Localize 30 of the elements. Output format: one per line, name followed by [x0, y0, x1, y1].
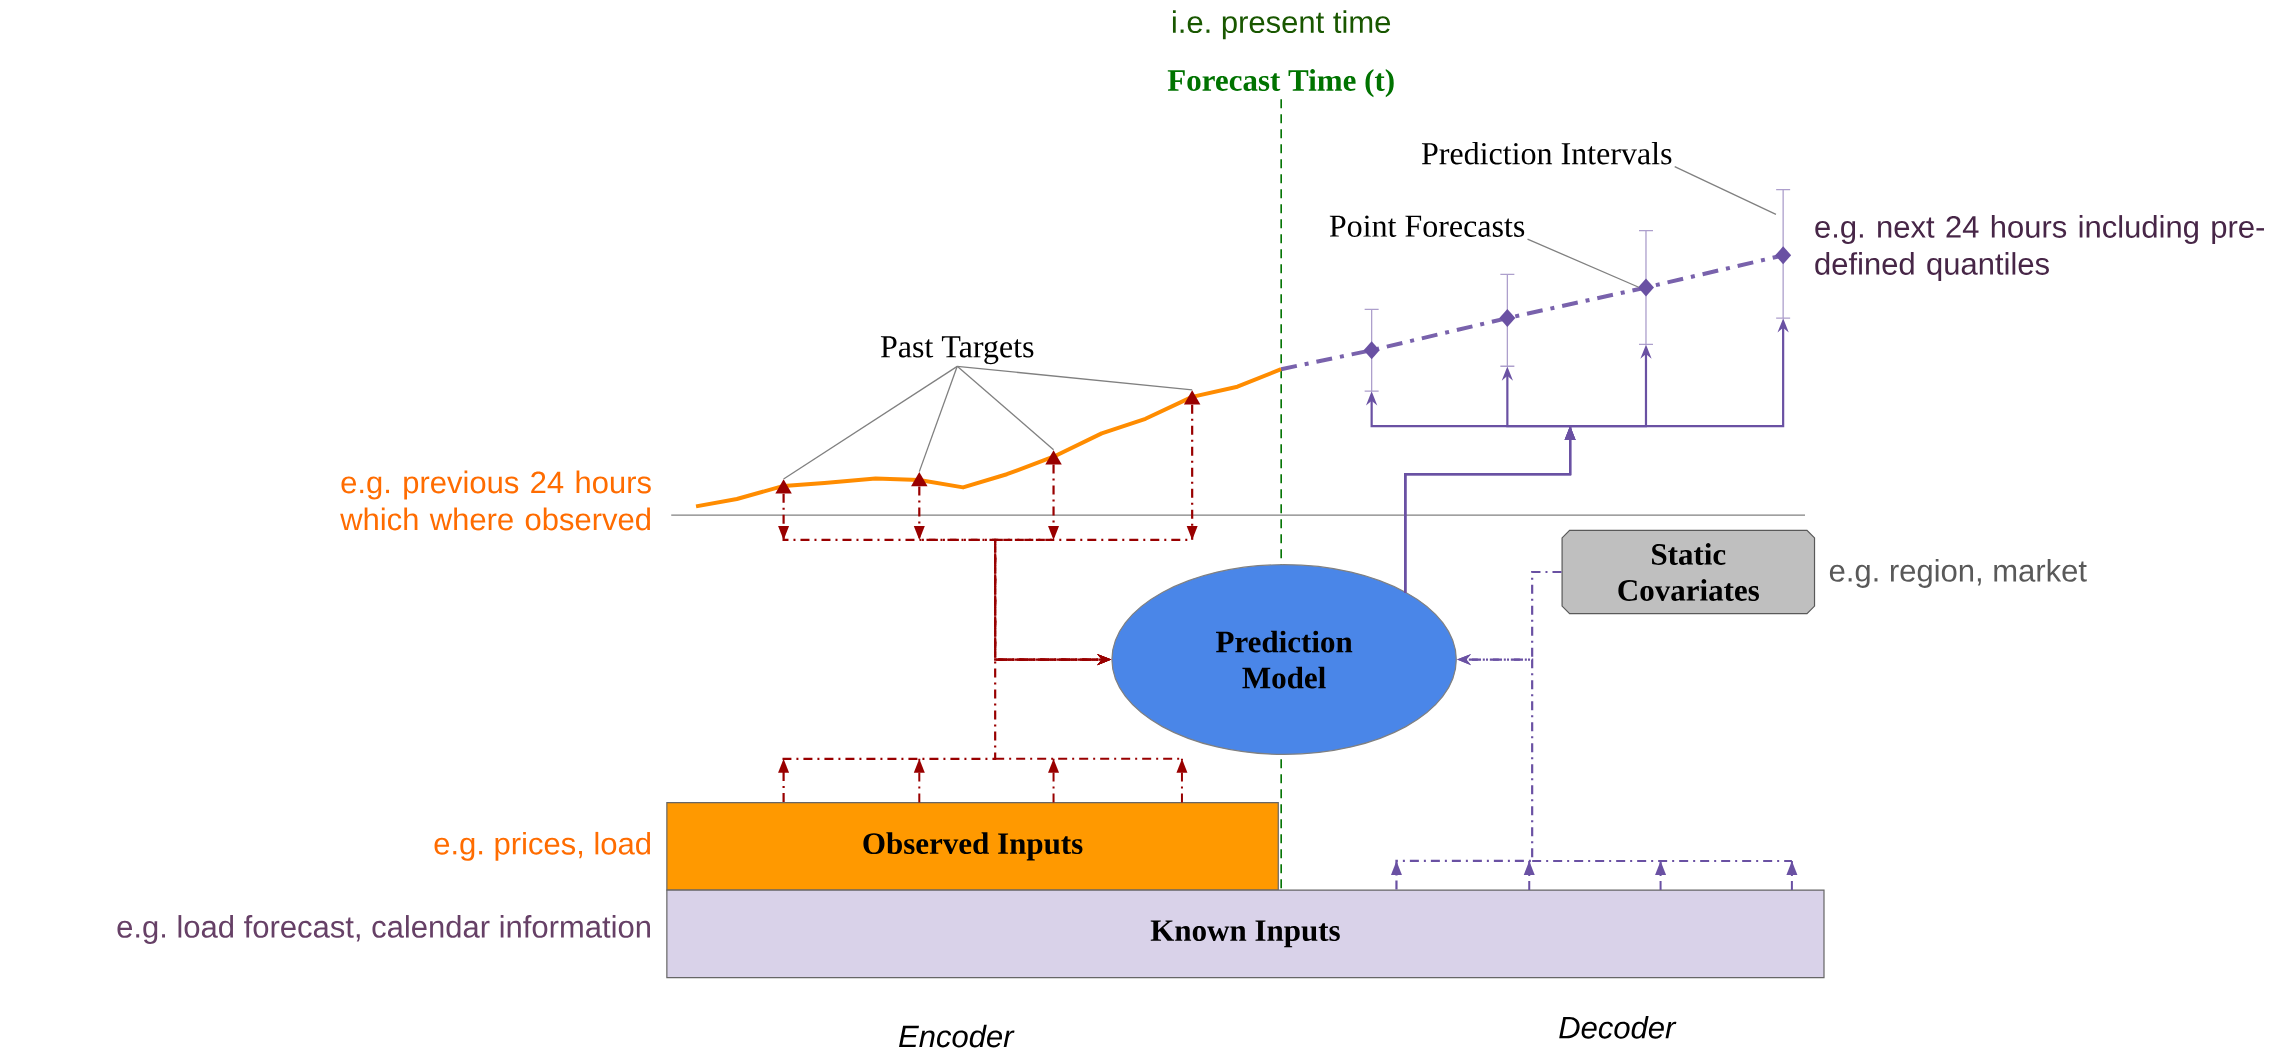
target-marker	[911, 472, 928, 487]
leader-line	[782, 365, 958, 480]
arrow	[778, 653, 1188, 804]
input-bar: Known Inputs	[666, 889, 1825, 979]
callout-text: Past Targets	[880, 336, 1034, 365]
leader-line	[956, 365, 1193, 391]
time-label: Forecast Time (t)	[1167, 69, 1394, 98]
leader-line	[918, 365, 958, 473]
target-marker	[775, 479, 792, 494]
note-text: e.g. next 24 hours including pre-defined quantiles	[1815, 215, 2264, 281]
input-bar: Observed Inputs	[666, 801, 1279, 891]
leader-line	[956, 365, 1055, 451]
note-text: i.e. present time	[1173, 10, 1391, 40]
callout-text: Point Forecasts	[1329, 215, 1525, 237]
leader-line	[1674, 166, 1777, 215]
interval-bar	[1363, 308, 1380, 392]
section-label: Encoder	[899, 1024, 1015, 1048]
interval-bar	[1775, 189, 1792, 319]
callout-text: Prediction Intervals	[1421, 141, 1672, 165]
covariates-box: Static Covariates	[1561, 529, 1816, 615]
note-text: e.g. region, market	[1829, 559, 2087, 588]
leader-line	[1526, 238, 1640, 288]
target-marker	[1183, 390, 1201, 405]
interval-bar	[1499, 273, 1516, 367]
section-label: Decoder	[1559, 1015, 1677, 1039]
interval-bar	[1638, 229, 1654, 346]
note-text: e.g. load forecast, calendar information	[117, 915, 650, 944]
target-marker	[1045, 450, 1062, 465]
note-text: e.g. prices, load	[434, 831, 651, 861]
note-text: e.g. previous 24 hours which where observed	[340, 470, 651, 531]
